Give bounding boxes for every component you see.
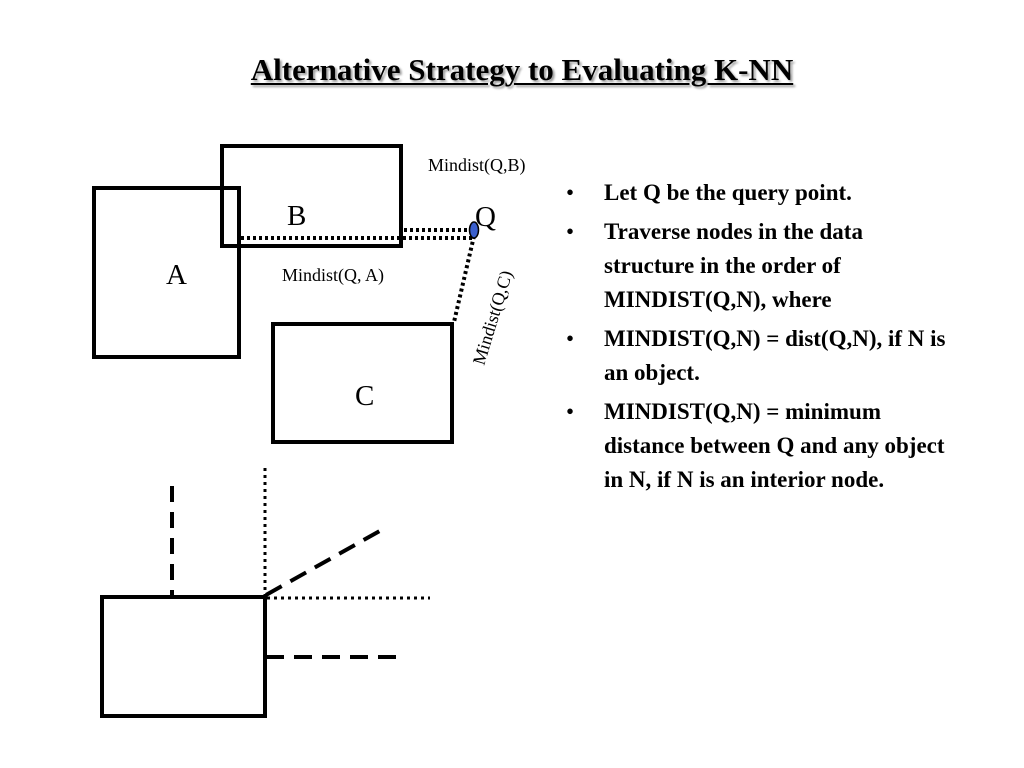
rect-c-label: C xyxy=(355,380,374,412)
bullet-text: Traverse nodes in the data structure in … xyxy=(604,219,863,312)
bottom-dashed-diagonal xyxy=(265,526,386,597)
mindist-q-c-label: Mindist(Q,C) xyxy=(469,268,518,367)
rect-b-label: B xyxy=(287,200,306,232)
bullet-text: MINDIST(Q,N) = dist(Q,N), if N is an obj… xyxy=(604,326,946,385)
rect-a-label: A xyxy=(166,259,187,291)
bottom-rect xyxy=(100,595,267,718)
bullet-list: •Let Q be the query point. •Traverse nod… xyxy=(566,176,946,502)
mindist-q-b-label: Mindist(Q,B) xyxy=(428,155,526,176)
rect-c xyxy=(271,322,454,444)
bullet-item: •MINDIST(Q,N) = dist(Q,N), if N is an ob… xyxy=(566,326,946,385)
bullet-text: MINDIST(Q,N) = minimum distance between … xyxy=(604,399,945,492)
bullet-item: •Traverse nodes in the data structure in… xyxy=(566,219,863,312)
query-point-marker xyxy=(468,221,480,239)
mindist-diagram: A B C Q Mindist(Q,B) Mindist(Q, A) Mindi… xyxy=(92,144,526,718)
bullet-item: •Let Q be the query point. xyxy=(566,180,852,205)
bullet-text: Let Q be the query point. xyxy=(604,180,852,205)
bullet-item: •MINDIST(Q,N) = minimum distance between… xyxy=(566,399,945,492)
slide-title: Alternative Strategy to Evaluating K-NN xyxy=(250,52,794,87)
rect-b xyxy=(220,144,403,248)
rect-a xyxy=(92,186,241,359)
mindist-line-q-c xyxy=(452,235,476,323)
query-point-label: Q xyxy=(475,201,496,233)
mindist-q-a-label: Mindist(Q, A) xyxy=(282,265,384,286)
